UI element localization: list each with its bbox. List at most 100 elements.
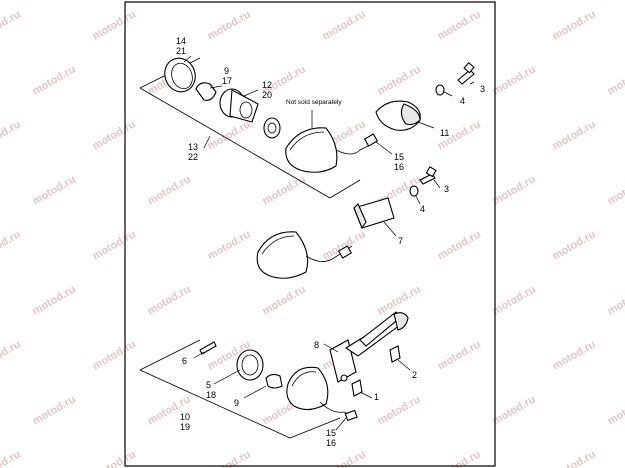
watermark-text: motod.ru [261,173,308,207]
lens-ring-part [164,57,196,93]
callout-7: 7 [398,236,403,246]
watermark-text: motod.ru [0,448,23,468]
callout-9-bottom: 9 [234,398,239,408]
watermark-text: motod.ru [91,338,138,372]
callout-20: 20 [262,90,272,100]
watermark-text: motod.ru [91,228,138,262]
screw-part-6 [199,341,217,355]
callout-19: 19 [180,422,190,432]
assembly-top [139,57,475,199]
callout-9: 9 [224,66,229,76]
watermark-text: motod.ru [0,338,23,372]
watermark-text: motod.ru [606,63,625,97]
callout-18: 18 [206,390,216,400]
bulb-part [195,82,217,101]
callout-14: 14 [176,36,186,46]
mount-block-part [375,100,421,131]
watermark-text: motod.ru [436,228,483,262]
washer-part-top [435,84,445,96]
callout-16-top: 16 [394,162,404,172]
watermark-text: motod.ru [491,393,538,427]
bolt-part-middle [419,166,437,185]
lens-ring-bottom [236,349,264,381]
callout-5: 5 [206,380,211,390]
watermark-text: motod.ru [146,173,193,207]
watermark-text: motod.ru [91,448,138,468]
gasket-part [263,117,281,139]
lamp-housing-middle [256,231,309,279]
callout-6: 6 [182,356,187,366]
callout-4-middle: 4 [420,204,425,214]
watermark-text: motod.ru [206,8,253,42]
watermark-text: motod.ru [436,448,483,468]
callout-16-bottom: 16 [326,438,336,448]
bolt-part-1 [351,379,363,397]
callout-1: 1 [374,392,379,402]
watermark-text: motod.ru [321,448,368,468]
diagram-frame [124,1,496,467]
watermark-text: motod.ru [551,228,598,262]
callout-10: 10 [180,412,190,422]
watermark-text: motod.ru [0,228,23,262]
watermark-text: motod.ru [491,173,538,207]
callout-21: 21 [176,46,186,56]
watermark-text: motod.ru [206,448,253,468]
watermark-text: motod.ru [91,8,138,42]
callout-15-top: 15 [394,152,404,162]
lamp-housing-bottom [286,366,329,411]
watermark-text: motod.ru [436,338,483,372]
watermark-text: motod.ru [376,393,423,427]
callout-13: 13 [188,142,198,152]
assembly-bottom-bracket [139,339,341,439]
socket-housing-part [219,88,259,123]
callout-3-top: 3 [480,84,485,94]
callout-15-bottom: 15 [326,428,336,438]
callout-11: 11 [440,128,449,138]
watermark-text: motod.ru [91,118,138,152]
callout-22: 22 [188,152,198,162]
watermark-text: motod.ru [31,283,78,317]
watermark-text: motod.ru [606,393,625,427]
watermark-text: motod.ru [0,118,23,152]
mount-bracket-part-8 [329,311,409,383]
washer-part-middle [409,185,419,197]
callout-12: 12 [262,80,272,90]
watermark-text: motod.ru [551,8,598,42]
watermark-text: motod.ru [206,118,253,152]
callout-2: 2 [412,370,417,380]
watermark-text: motod.ru [31,393,78,427]
watermark-text: motod.ru [491,283,538,317]
wire-connector-top [335,133,379,155]
watermark-text: motod.ru [0,8,23,42]
callout-labels: Not sold separately 14 21 9 17 12 20 13 … [176,36,485,448]
watermark-text: motod.ru [321,8,368,42]
watermark-text: motod.ru [261,283,308,317]
wire-middle [305,245,353,262]
leader-lines [183,55,475,431]
watermark-text: motod.ru [31,63,78,97]
watermark-text: motod.ru [31,173,78,207]
callout-4-top: 4 [460,96,465,106]
bulb-part-bottom [265,373,283,389]
housing-shell-part [285,127,338,173]
watermark-text: motod.ru [376,63,423,97]
bolt-part-2 [389,345,401,363]
watermark-text: motod.ru [551,338,598,372]
assembly-middle [256,166,437,279]
connector-middle [337,245,353,259]
watermark-text: motod.ru [491,63,538,97]
callout-3-middle: 3 [444,184,449,194]
bolt-part-top [457,61,475,85]
assembly-bottom [139,311,409,439]
watermark-text: motod.ru [606,173,625,207]
wire-bottom [319,401,353,417]
watermark-text: motod.ru [436,8,483,42]
callout-8: 8 [314,340,319,350]
connector-bottom [344,409,358,422]
watermark-text: motod.ru [146,283,193,317]
bracket-part-7 [353,197,395,230]
watermark-text: motod.ru [606,283,625,317]
note-not-sold-separately: Not sold separately [286,99,342,106]
watermark-text: motod.ru [551,448,598,468]
